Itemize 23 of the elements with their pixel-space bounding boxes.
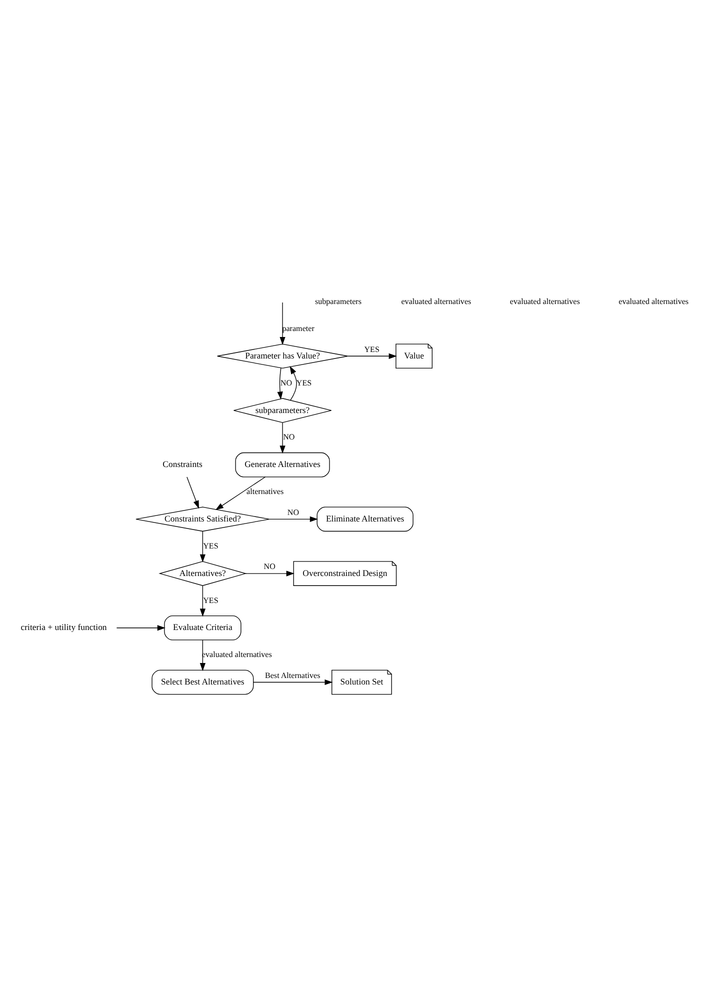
arrow (280, 422, 286, 454)
node-text: Constraints (162, 458, 202, 469)
node-text: criteria + utility function (20, 622, 107, 632)
arrow (347, 352, 397, 358)
arrow (269, 516, 318, 522)
arrow (277, 367, 283, 400)
arrow (280, 302, 286, 344)
node-diamond: subparameters? (233, 398, 332, 422)
node-diamond: Alternatives? (158, 560, 247, 586)
arrow (116, 624, 166, 630)
arrow (200, 584, 206, 616)
arrow (245, 570, 294, 576)
node-box: Select Best Alternatives (152, 669, 254, 694)
arrow (290, 365, 297, 400)
node-box: Evaluate Criteria (164, 614, 242, 640)
node-box: Generate Alternatives (235, 452, 330, 477)
node-box: Eliminate Alternatives (316, 506, 414, 532)
arrow (215, 476, 266, 510)
node-diamond: Constraints Satisfied? (136, 506, 270, 532)
arrow (186, 476, 199, 508)
arrow (200, 530, 206, 562)
node-diamond: Parameter has Value? (217, 343, 348, 368)
arrow (253, 678, 333, 685)
